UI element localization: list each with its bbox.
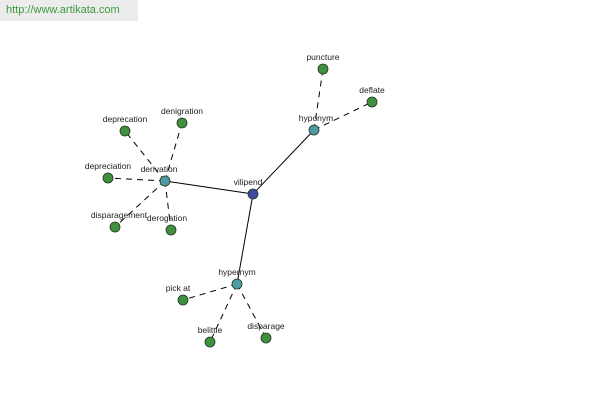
leaf-node-dot[interactable] <box>260 332 272 344</box>
leaf-node-label: puncture <box>306 52 339 62</box>
relation-node-derivation[interactable]: derivation <box>141 164 178 187</box>
relation-node-dot[interactable] <box>308 124 320 136</box>
root-node-dot[interactable] <box>247 188 259 200</box>
leaf-node-belittle[interactable]: belittle <box>198 325 223 348</box>
relation-node-dot[interactable] <box>231 278 243 290</box>
edge-vilipend-to-hyponym <box>252 129 315 195</box>
edge-derivation-to-depreciation <box>107 177 166 182</box>
relation-node-label: derivation <box>141 164 178 174</box>
leaf-node-label: belittle <box>198 325 223 335</box>
leaf-node-dot[interactable] <box>204 336 216 348</box>
leaf-node-dot[interactable] <box>165 224 177 236</box>
leaf-node-dot[interactable] <box>119 125 131 137</box>
leaf-node-dot[interactable] <box>366 96 378 108</box>
relation-node-label: hypernym <box>218 267 255 277</box>
leaf-node-label: disparagement <box>91 210 148 220</box>
edge-vilipend-to-hypernym <box>236 193 254 285</box>
graph-nodes: deprecation denigration depreciation dispar… <box>85 52 385 348</box>
root-node-label: vilipend <box>234 177 263 187</box>
leaf-node-dot[interactable] <box>102 172 114 184</box>
root-node-vilipend[interactable]: vilipend <box>234 177 263 200</box>
leaf-node-pick-at[interactable]: pick at <box>166 283 191 306</box>
banner: http://www.artikata.com <box>0 0 138 21</box>
edge-derivation-to-disparagement <box>114 180 166 228</box>
site-url-link[interactable]: http://www.artikata.com <box>6 4 120 16</box>
relation-node-dot[interactable] <box>159 175 171 187</box>
leaf-node-dot[interactable] <box>176 117 188 129</box>
edge-derivation-to-derogation <box>164 180 172 231</box>
edge-vilipend-to-derivation <box>164 180 254 195</box>
leaf-node-disparage[interactable]: disparage <box>247 321 285 344</box>
leaf-node-label: depreciation <box>85 161 132 171</box>
leaf-node-dot[interactable] <box>177 294 189 306</box>
leaf-node-label: denigration <box>161 106 203 116</box>
leaf-node-label: disparage <box>247 321 285 331</box>
relation-node-hyponym[interactable]: hyponym <box>299 113 334 136</box>
leaf-node-depreciation[interactable]: depreciation <box>85 161 132 184</box>
leaf-node-dot[interactable] <box>109 221 121 233</box>
leaf-node-deflate[interactable]: deflate <box>359 85 385 108</box>
leaf-node-label: deflate <box>359 85 385 95</box>
edge-hypernym-to-pick-at <box>182 283 238 301</box>
relation-node-label: hyponym <box>299 113 334 123</box>
leaf-node-label: deprecation <box>103 114 148 124</box>
relation-node-hypernym[interactable]: hypernym <box>218 267 256 290</box>
leaf-node-label: pick at <box>166 283 191 293</box>
leaf-node-dot[interactable] <box>317 63 329 75</box>
leaf-node-denigration[interactable]: denigration <box>161 106 203 129</box>
leaf-node-deprecation[interactable]: deprecation <box>103 114 148 137</box>
graph-edges <box>107 68 373 343</box>
leaf-node-label: derogation <box>147 213 187 223</box>
leaf-node-puncture[interactable]: puncture <box>306 52 340 75</box>
leaf-node-disparagement[interactable]: disparagement <box>91 210 148 233</box>
leaf-node-derogation[interactable]: derogation <box>147 213 187 236</box>
